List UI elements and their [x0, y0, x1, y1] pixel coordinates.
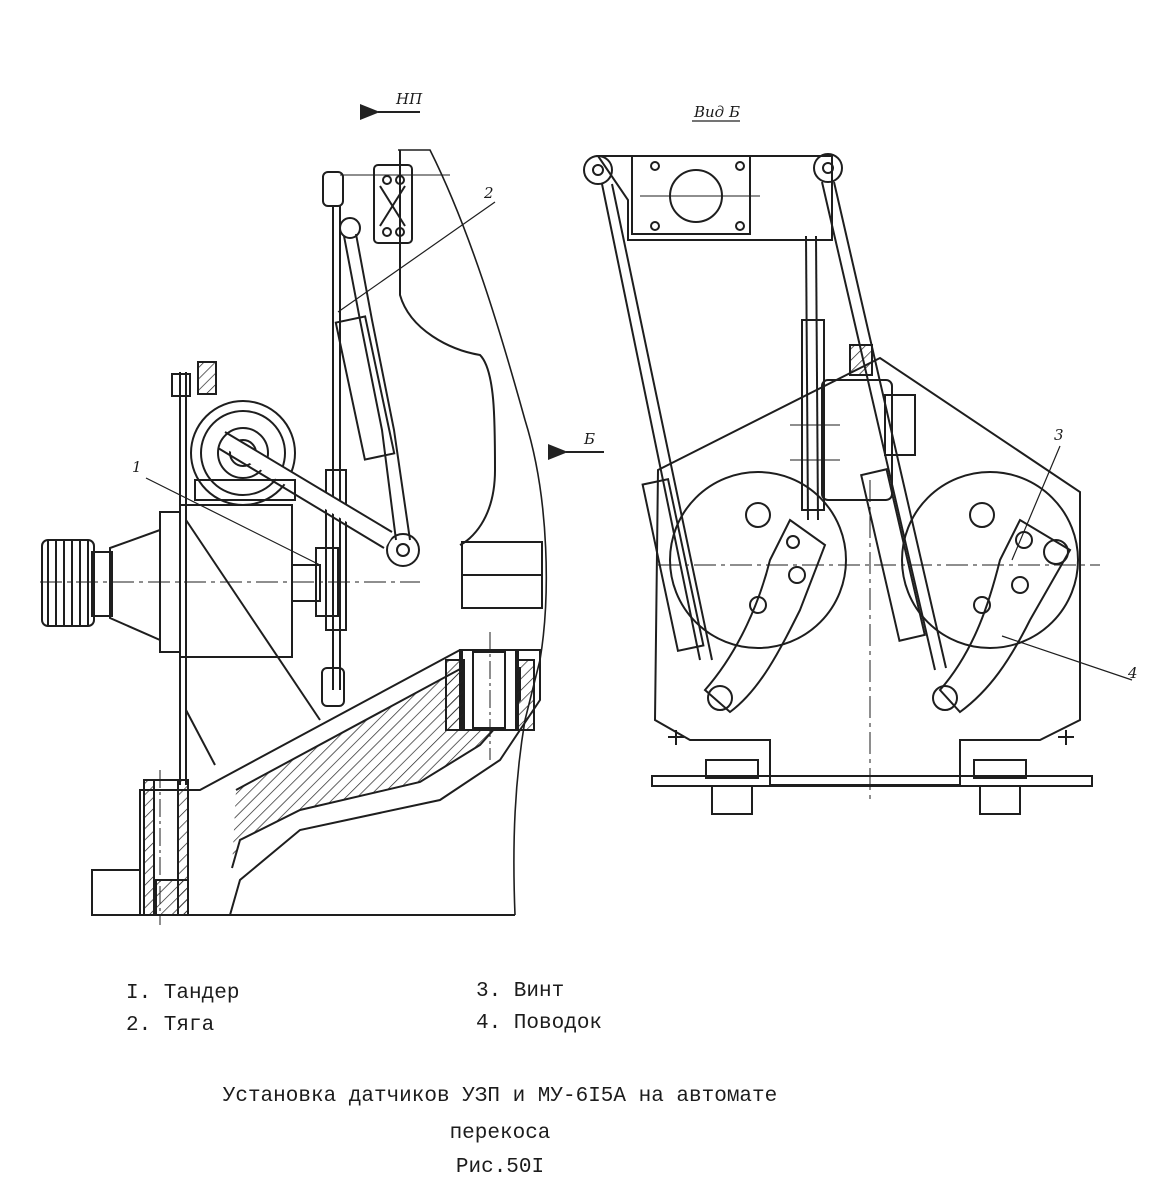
technical-drawing: НП Вид Б Б: [40, 90, 1138, 925]
legend-item-3: 3. Винт: [476, 980, 565, 1003]
caption-line-1: Установка датчиков УЗП и МУ-6I5А на авто…: [222, 1085, 778, 1108]
view-b: [583, 153, 1133, 815]
legend-item-1: I. Тандер: [126, 982, 240, 1005]
callout-1: 1: [132, 458, 142, 476]
figure-number: Рис.50I: [455, 1156, 545, 1179]
side-view: [40, 149, 548, 925]
callout-3: 3: [1054, 426, 1064, 444]
callout-2: 2: [483, 184, 494, 202]
legend-item-2: 2. Тяга: [126, 1014, 215, 1037]
caption-line-2: перекоса: [449, 1122, 551, 1145]
legend-item-4: 4. Поводок: [476, 1012, 603, 1035]
direction-np-label: НП: [395, 90, 423, 108]
callout-4: 4: [1127, 664, 1138, 682]
view-b-title: Вид Б: [693, 103, 740, 121]
direction-np-arrow: НП: [360, 90, 423, 120]
view-b-heading: Вид Б: [692, 103, 740, 122]
arrow-b-label: Б: [583, 430, 595, 448]
arrow-b: Б: [548, 430, 604, 460]
